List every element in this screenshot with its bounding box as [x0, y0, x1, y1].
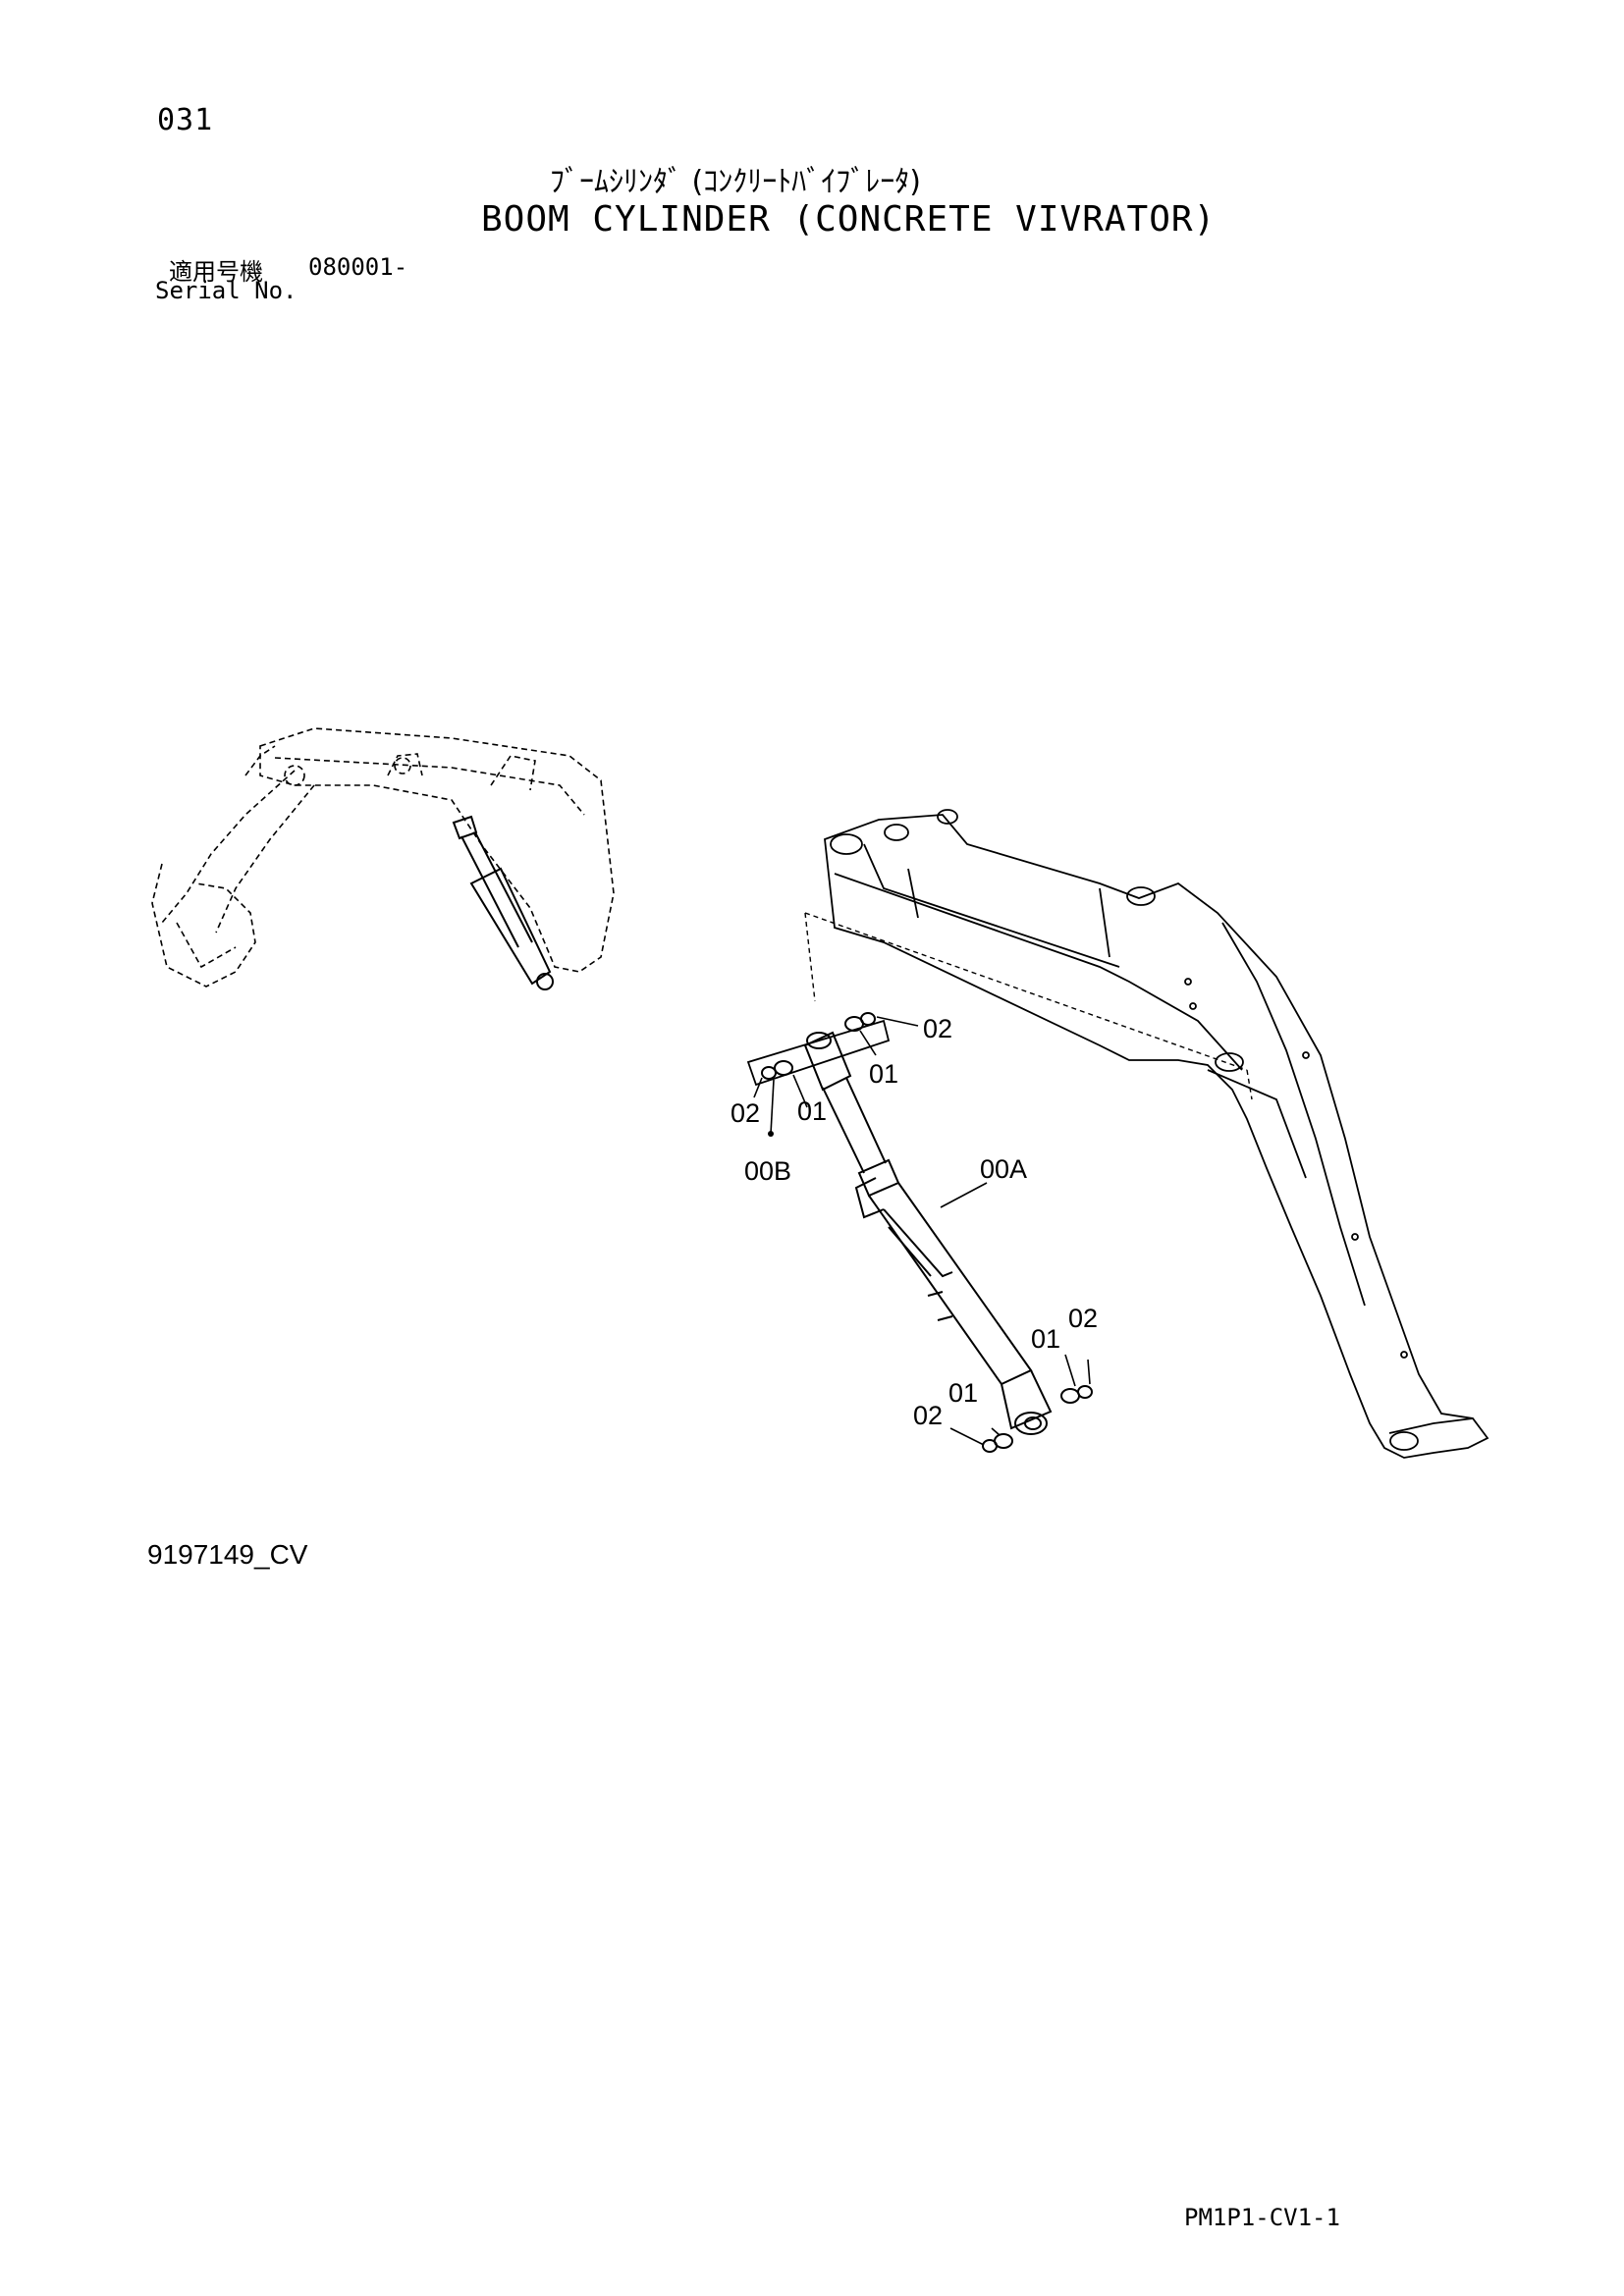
bolt-00B-dot	[768, 1131, 774, 1137]
title-japanese: ﾌﾞｰﾑｼﾘﾝﾀﾞ (ｺﾝｸﾘｰﾄﾊﾞｲﾌﾞﾚｰﾀ)	[550, 165, 921, 199]
serial-label-japanese: 適用号機	[169, 258, 263, 286]
callout-upper-left-01: 01	[797, 1096, 827, 1126]
sheet-code: PM1P1-CV1-1	[1184, 2204, 1340, 2231]
callout-labels: 02 01 02 01 00B 00A 01 02 01 02	[731, 1014, 1098, 1430]
boom-cylinder-00A	[803, 1031, 1053, 1435]
leader-lines	[753, 1016, 1091, 1446]
title-english: BOOM CYLINDER (CONCRETE VIVRATOR)	[481, 199, 1217, 240]
callout-upper-right-01: 01	[869, 1059, 898, 1089]
page-number: 031	[157, 103, 214, 137]
callout-lower-left-02: 02	[913, 1401, 943, 1430]
serial-range: 080001-	[308, 253, 408, 281]
drawing-code: 9197149_CV	[147, 1539, 308, 1570]
callout-upper-right-02: 02	[923, 1014, 952, 1043]
callout-lower-left-01: 01	[948, 1378, 978, 1408]
excavator-arm-overview	[151, 727, 615, 988]
callout-lower-right-02: 02	[1068, 1304, 1098, 1333]
callout-cylinder-00A: 00A	[980, 1154, 1027, 1184]
callout-bolt-00B: 00B	[744, 1156, 791, 1186]
seal-parts	[761, 1012, 1093, 1453]
callout-upper-left-02: 02	[731, 1098, 760, 1128]
bracket-plates	[746, 1019, 891, 1087]
callout-lower-right-01: 01	[1031, 1324, 1060, 1354]
boom-main	[824, 809, 1489, 1459]
serial-label-english: Serial No.	[155, 277, 298, 304]
cylinder-overview	[452, 815, 554, 990]
mounting-plate	[804, 912, 1253, 1100]
